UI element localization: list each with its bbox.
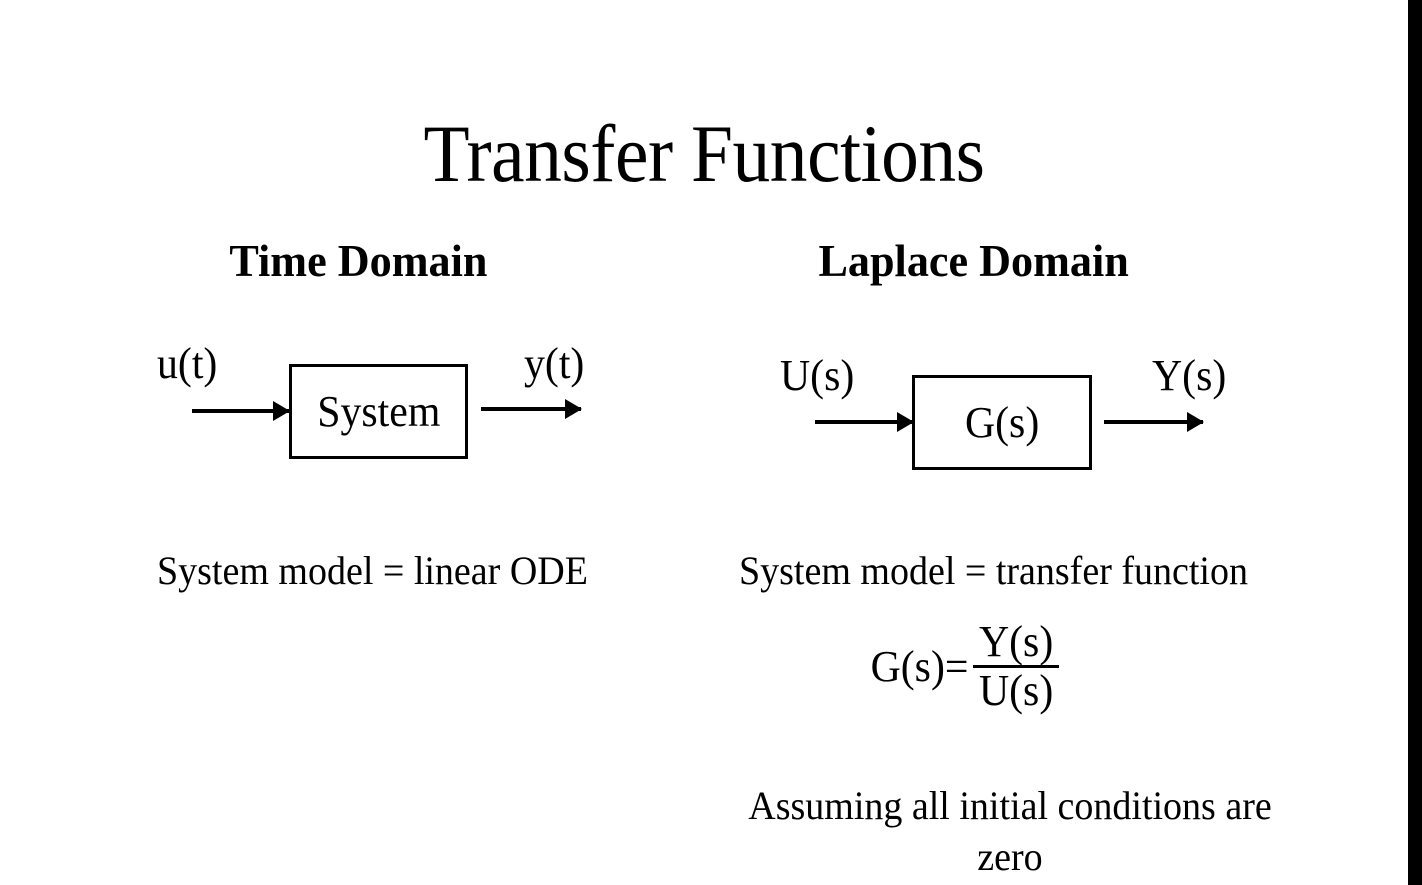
laplace-output-arrow-icon (1104, 420, 1203, 424)
initial-conditions-note-line-2: zero (977, 834, 1043, 880)
page-title: Transfer Functions (423, 107, 985, 199)
laplace-domain-caption: System model = transfer function (739, 548, 1248, 593)
transfer-function-equation: G(s)= Y(s) U(s) (868, 617, 1060, 715)
laplace-output-signal-label: Y(s) (1152, 351, 1227, 400)
time-domain-heading: Time Domain (229, 235, 488, 286)
time-output-signal-label: y(t) (524, 339, 585, 388)
laplace-domain-heading: Laplace Domain (818, 235, 1129, 286)
equation-denominator: U(s) (978, 666, 1054, 715)
right-edge-letterbox (1408, 0, 1422, 885)
initial-conditions-note-line-1: Assuming all initial conditions are (748, 783, 1272, 828)
time-domain-caption: System model = linear ODE (157, 548, 588, 593)
time-output-arrow-icon (481, 407, 581, 411)
time-input-signal-label: u(t) (157, 339, 218, 388)
fraction-bar (973, 665, 1060, 668)
equation-fraction: Y(s) U(s) (973, 617, 1060, 715)
transfer-function-block-label: G(s) (964, 397, 1040, 447)
laplace-input-signal-label: U(s) (780, 351, 855, 400)
time-input-arrow-icon (192, 409, 289, 413)
equation-numerator: Y(s) (978, 617, 1054, 666)
system-block: System (289, 364, 468, 459)
equation-left-hand-side: G(s)= (870, 641, 969, 691)
system-block-label: System (316, 386, 441, 436)
laplace-input-arrow-icon (815, 420, 913, 424)
transfer-function-block: G(s) (912, 375, 1092, 470)
initial-conditions-note: Assuming all initial conditions are zero (700, 780, 1320, 882)
